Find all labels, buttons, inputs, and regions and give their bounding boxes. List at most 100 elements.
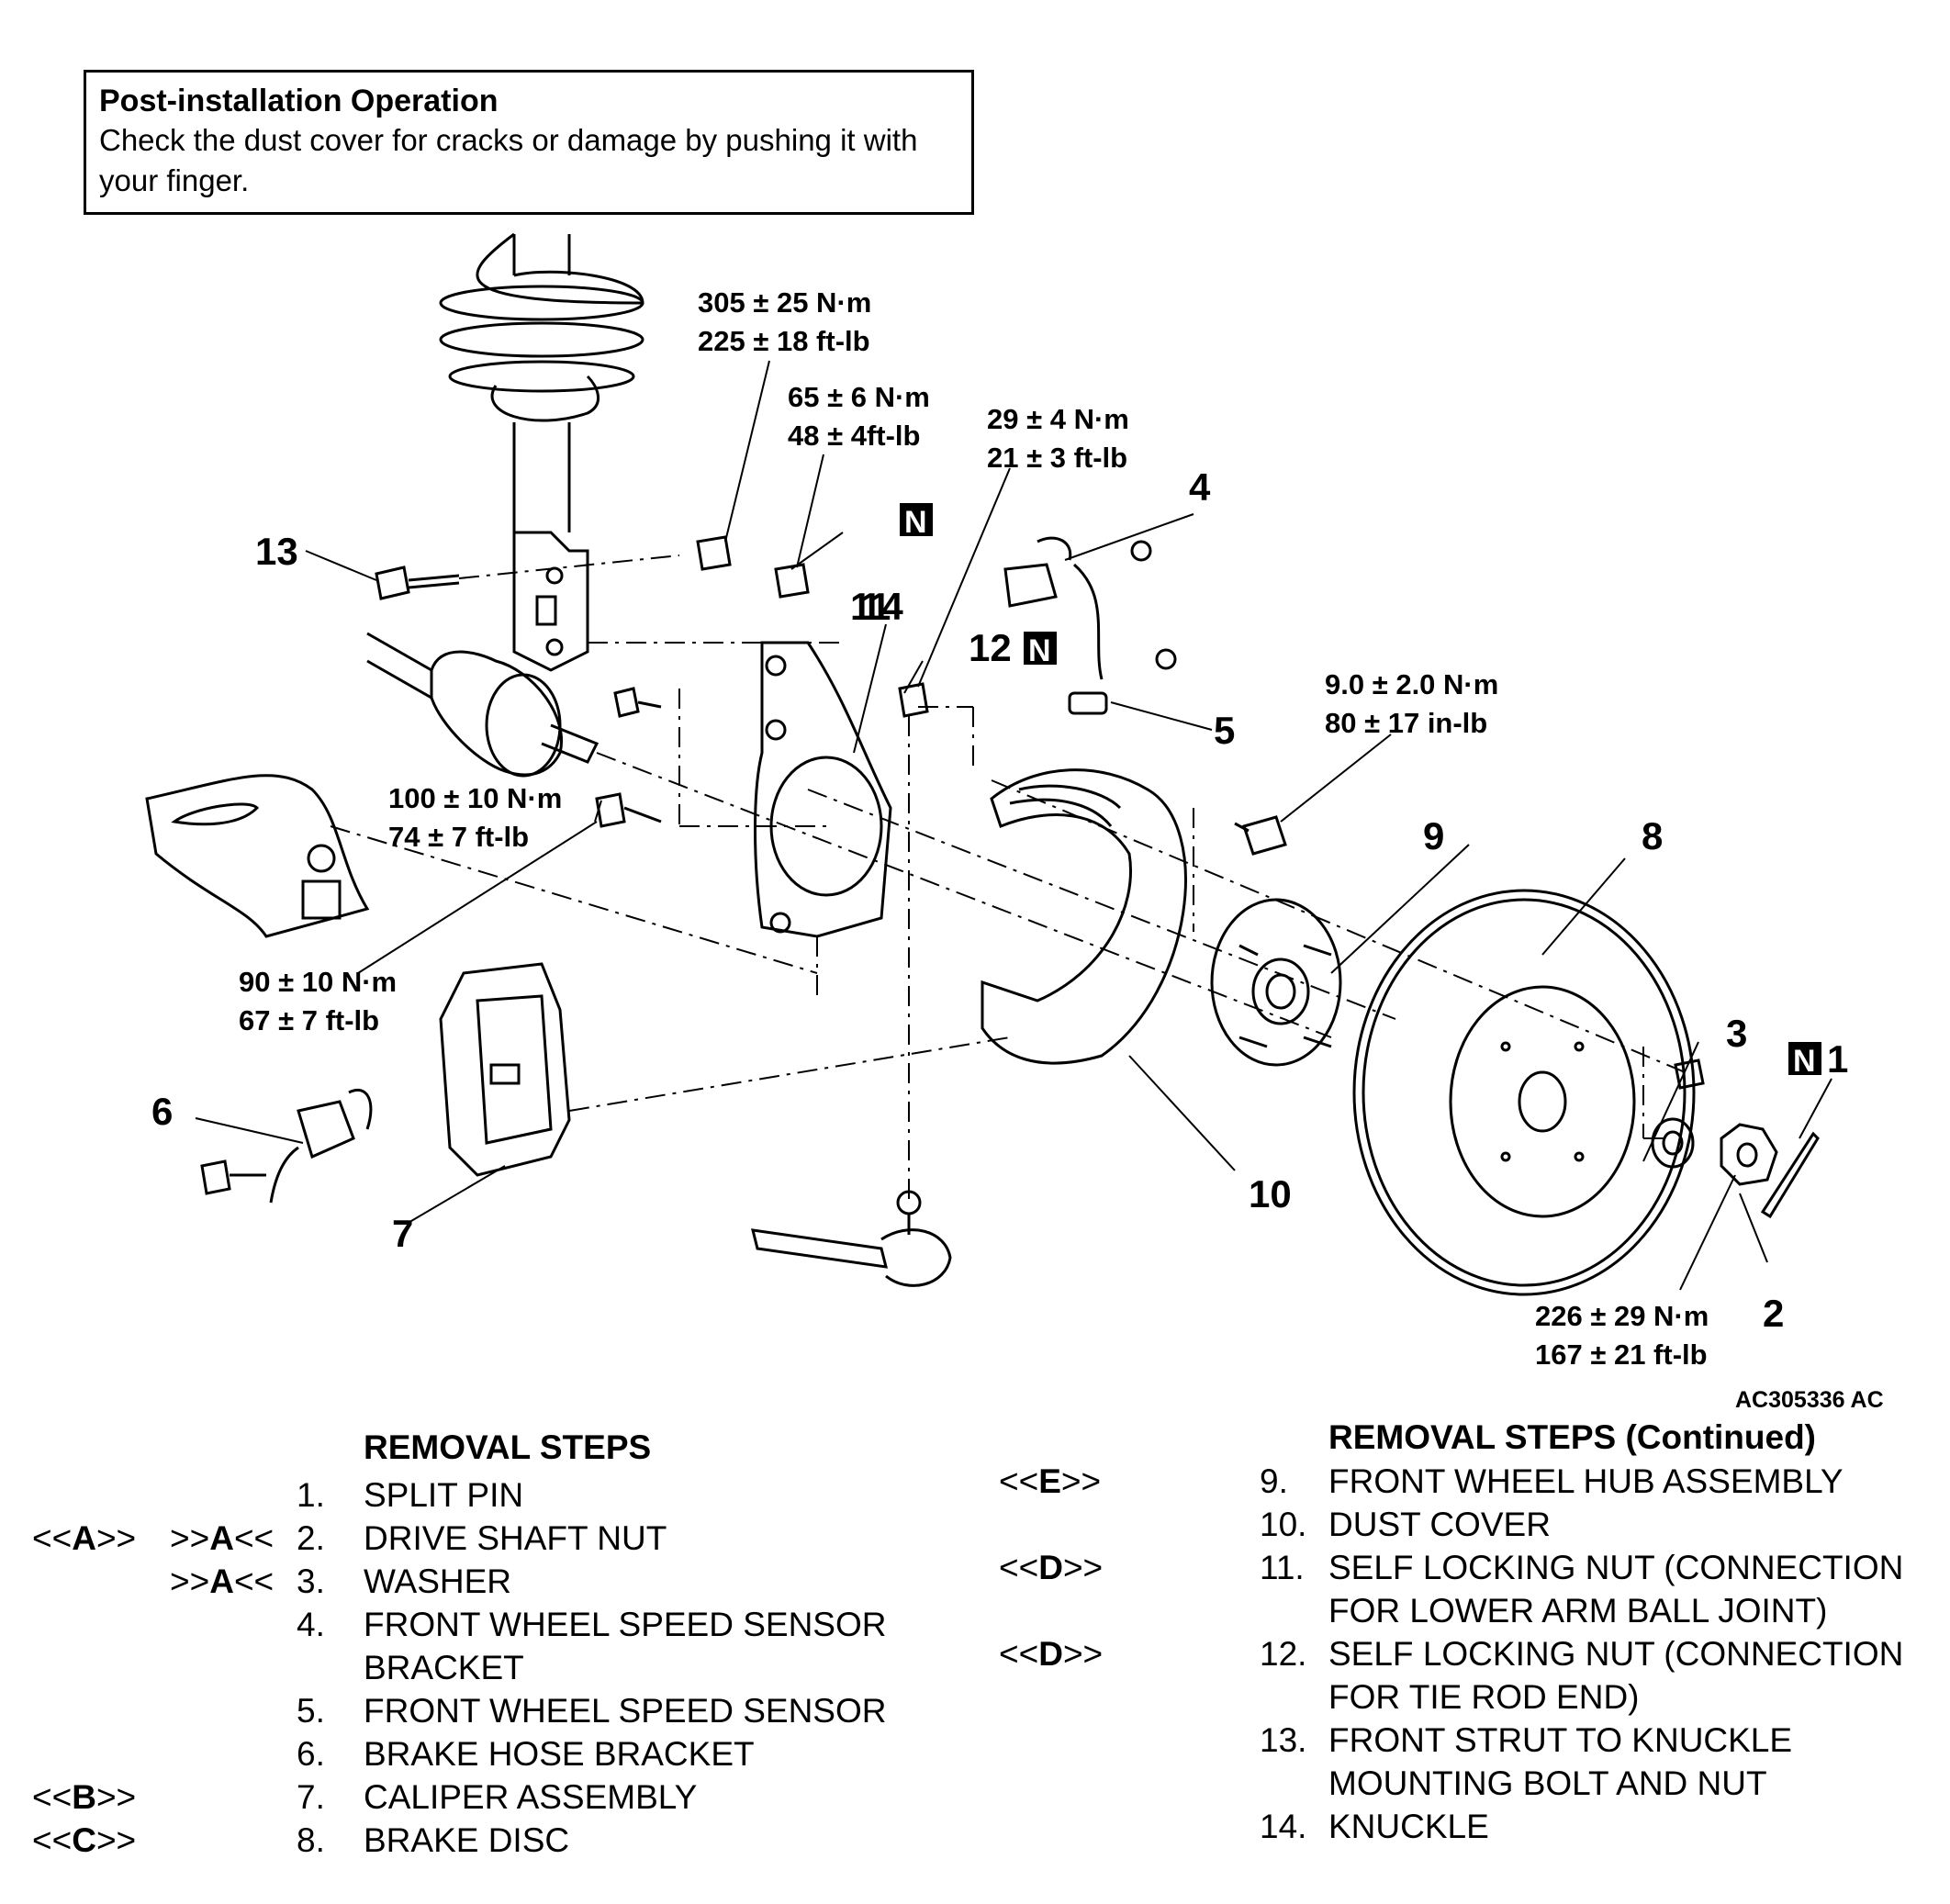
step-13-text: FRONT STRUT TO KNUCKLE [1328, 1721, 1793, 1759]
new-part-mark-1 [1788, 1042, 1821, 1075]
callout-6: 6 [151, 1090, 173, 1133]
hose-bracket-bolt [200, 1159, 266, 1195]
step-8-text: BRAKE DISC [364, 1821, 570, 1859]
callout-1: 1 [1827, 1037, 1848, 1081]
speed-sensor-bracket [1003, 536, 1152, 608]
step-12-text: SELF LOCKING NUT (CONNECTION [1328, 1635, 1904, 1673]
callout-10: 10 [1249, 1172, 1292, 1215]
callout-4: 4 [1189, 465, 1211, 509]
strut-spring [439, 232, 644, 532]
step-13-text-cont: MOUNTING BOLT AND NUT [1328, 1764, 1767, 1802]
torque-caliper-bolt-lower-nm: 90 ± 10 N·m [239, 966, 397, 998]
step-14-number: 14. [1260, 1808, 1307, 1845]
torque-drive-shaft-nut-ftlb: 167 ± 21 ft-lb [1535, 1338, 1708, 1371]
callout-5: 5 [1214, 709, 1235, 752]
step-3-number: 3. [297, 1562, 325, 1600]
new-part-mark-1-letter: N [1793, 1044, 1816, 1079]
step-8-number: 8. [297, 1821, 325, 1859]
callout-11: 11 [850, 585, 891, 628]
torque-caliper-bolt-upper-nm: 100 ± 10 N·m [388, 782, 562, 814]
caliper-bolt-lower [595, 792, 662, 828]
callout-12: 12 [969, 626, 1012, 669]
step-12-number: 12. [1260, 1635, 1307, 1673]
callout-13: 13 [255, 530, 298, 573]
step-2-number: 2. [297, 1519, 325, 1557]
step-11-number: 11. [1260, 1549, 1305, 1586]
disc-screw [1674, 1058, 1705, 1090]
torque-sensor-bolt-inlb: 80 ± 17 in-lb [1325, 707, 1487, 739]
step-10-text: DUST COVER [1328, 1506, 1551, 1543]
step-4-text: FRONT WHEEL SPEED SENSOR [364, 1606, 887, 1643]
brake-hose-bracket [269, 1089, 373, 1204]
step-3-text: WASHER [364, 1562, 512, 1600]
assembly-lines [330, 554, 1690, 1203]
post-installation-note: Post-installation Operation Check the du… [84, 70, 974, 215]
dust-cover [981, 768, 1187, 1065]
callout-3: 3 [1726, 1012, 1747, 1055]
tie-rod-self-locking-nut [898, 682, 929, 718]
step-12-text-cont: FOR TIE ROD END) [1328, 1678, 1640, 1716]
step-14-text: KNUCKLE [1328, 1808, 1489, 1845]
callout-2: 2 [1763, 1292, 1784, 1335]
step-1-number: 1. [297, 1476, 325, 1514]
torque-caliper-bolt-lower-ftlb: 67 ± 7 ft-lb [239, 1004, 379, 1036]
step-5-text: FRONT WHEEL SPEED SENSOR [364, 1692, 887, 1730]
figure-id: AC305336 AC [1735, 1387, 1884, 1413]
torque-tie-rod-nut-nm: 29 ± 4 N·m [987, 403, 1129, 435]
torque-strut-bolt-nm: 305 ± 25 N·m [698, 286, 871, 319]
strut-mount-nut [696, 535, 732, 571]
drive-shaft-nut [1720, 1123, 1778, 1186]
torque-drive-shaft-nut-nm: 226 ± 29 N·m [1535, 1300, 1709, 1332]
torque-ball-joint-nut-ftlb: 48 ± 4ft-lb [788, 420, 920, 452]
step-10-number: 10. [1260, 1506, 1307, 1543]
note-title: Post-installation Operation [99, 84, 499, 118]
step-12-ref: <<D>> [999, 1635, 1104, 1673]
torque-ball-joint-nut-nm: 65 ± 6 N·m [788, 381, 930, 413]
step-2-text: DRIVE SHAFT NUT [364, 1519, 667, 1557]
step-2-ref-right: >>A<< [170, 1519, 275, 1557]
step-11-text: SELF LOCKING NUT (CONNECTION [1328, 1549, 1904, 1586]
torque-strut-bolt-ftlb: 225 ± 18 ft-lb [698, 325, 870, 357]
drive-shaft-cv-joint [366, 632, 600, 778]
steps-left-title: REMOVAL STEPS [364, 1428, 652, 1466]
step-1-text: SPLIT PIN [364, 1476, 524, 1514]
step-7-number: 7. [297, 1778, 325, 1816]
wheel-hub [1210, 898, 1342, 1067]
step-4-number: 4. [297, 1606, 325, 1643]
step-9-text: FRONT WHEEL HUB ASSEMBLY [1328, 1462, 1844, 1500]
new-part-mark-12 [1024, 632, 1057, 665]
callout-9: 9 [1423, 814, 1444, 857]
tie-rod-end [751, 1190, 952, 1287]
new-part-mark-11-letter: N [904, 505, 927, 540]
step-6-text: BRAKE HOSE BRACKET [364, 1735, 755, 1773]
new-part-mark-12-letter: N [1028, 633, 1051, 668]
step-11-text-cont: FOR LOWER ARM BALL JOINT) [1328, 1592, 1828, 1630]
caliper-bolt-upper [613, 687, 662, 718]
strut-bracket [512, 531, 589, 672]
torque-tie-rod-nut-ftlb: 21 ± 3 ft-lb [987, 442, 1127, 474]
step-7-ref: <<B>> [32, 1778, 137, 1816]
step-8-ref: <<C>> [32, 1821, 137, 1859]
callout-14: 14 [860, 585, 903, 628]
step-3-ref-right: >>A<< [170, 1562, 275, 1600]
callout-7: 7 [392, 1212, 413, 1255]
note-body: Check the dust cover for cracks or damag… [99, 123, 918, 197]
strut-mount-bolt [375, 566, 460, 600]
torque-caliper-bolt-upper-ftlb: 74 ± 7 ft-lb [388, 821, 529, 853]
torque-sensor-bolt-nm: 9.0 ± 2.0 N·m [1325, 668, 1498, 700]
step-13-number: 13. [1260, 1721, 1307, 1759]
speed-sensor [1068, 563, 1177, 715]
lower-arm [145, 774, 370, 938]
steps-right-title: REMOVAL STEPS (Continued) [1328, 1418, 1817, 1456]
exploded-view-diagram: 305 ± 25 N·m 225 ± 18 ft-lb 65 ± 6 N·m 4… [145, 232, 1884, 1413]
new-part-mark-11 [900, 503, 933, 536]
step-5-number: 5. [297, 1692, 325, 1730]
sensor-mount-bolt [1234, 815, 1287, 856]
step-11-ref: <<D>> [999, 1549, 1104, 1586]
step-9-ref: <<E>> [999, 1462, 1102, 1500]
step-7-text: CALIPER ASSEMBLY [364, 1778, 698, 1816]
step-2-ref-left: <<A>> [32, 1519, 137, 1557]
step-6-number: 6. [297, 1735, 325, 1773]
leader-lines [195, 360, 1832, 1291]
callout-8: 8 [1642, 814, 1663, 857]
